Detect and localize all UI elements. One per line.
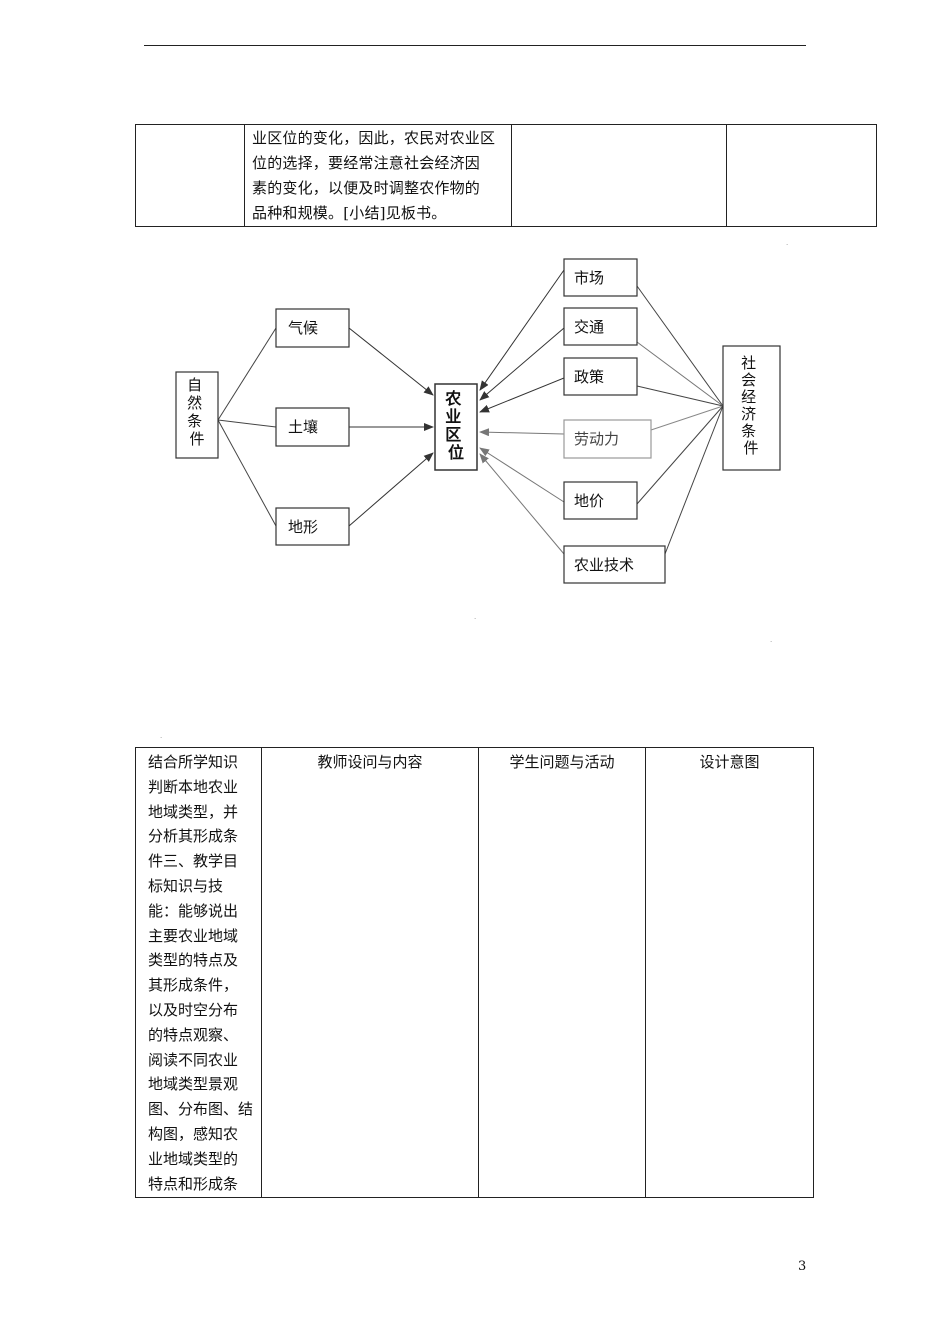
- social-factor-policy: 政策: [563, 357, 638, 396]
- lesson-text: 业区位的变化，因此，农民对农业区 位的选择，要经常注意社会经济因 素的变化，以便…: [252, 129, 496, 222]
- svg-text:政策: 政策: [574, 368, 604, 386]
- svg-text:农业技术: 农业技术: [574, 556, 634, 574]
- table-cell-empty: [511, 124, 727, 227]
- objectives-cell: 结合所学知识 判断本地农业 地域类型，并 分析其形成条 件三、教学目 标知识与技…: [135, 747, 262, 1198]
- agricultural-location-label: 农 业 区 位: [444, 389, 467, 462]
- svg-text:劳动力: 劳动力: [574, 430, 619, 448]
- natural-conditions-label: 自 然 条 件: [187, 376, 207, 448]
- objectives-text: 结合所学知识 判断本地农业 地域类型，并 分析其形成条 件三、教学目 标知识与技…: [148, 753, 254, 1193]
- agricultural-location-box: 农 业 区 位: [434, 383, 478, 471]
- svg-text:气候: 气候: [288, 319, 318, 337]
- social-factor-technology: 农业技术: [563, 545, 666, 584]
- lesson-table: 结合所学知识 判断本地农业 地域类型，并 分析其形成条 件三、教学目 标知识与技…: [135, 747, 814, 1198]
- natural-branch-lines: [217, 327, 277, 527]
- table-cell-empty: [135, 124, 245, 227]
- svg-text:市场: 市场: [574, 269, 604, 287]
- natural-factor-climate: 气候: [275, 308, 350, 348]
- teacher-column: 教师设问与内容: [261, 747, 479, 1198]
- natural-arrows: [348, 327, 434, 527]
- svg-text:土壤: 土壤: [288, 418, 318, 436]
- table-cell-content: 业区位的变化，因此，农民对农业区 位的选择，要经常注意社会经济因 素的变化，以便…: [244, 124, 512, 227]
- stray-mark: .: [770, 636, 773, 644]
- social-conditions-label: 社 会 经 济 条 件: [741, 354, 761, 457]
- social-factor-labor: 劳动力: [563, 419, 652, 459]
- page-number: 3: [798, 1259, 807, 1274]
- table-cell-empty: [726, 124, 877, 227]
- natural-factor-soil: 土壤: [275, 407, 350, 447]
- student-column: 学生问题与活动: [478, 747, 646, 1198]
- social-arrows: [479, 269, 565, 555]
- svg-text:交通: 交通: [574, 318, 604, 336]
- column-header-teacher: 教师设问与内容: [317, 753, 423, 771]
- svg-text:地价: 地价: [574, 492, 604, 510]
- header-rule: [144, 45, 806, 46]
- stray-mark: .: [474, 613, 477, 621]
- svg-text:地形: 地形: [288, 518, 318, 536]
- stray-mark: .: [786, 239, 789, 247]
- social-branch-lines: [636, 285, 724, 555]
- column-header-intent: 设计意图: [699, 753, 760, 771]
- column-header-student: 学生问题与活动: [509, 753, 615, 771]
- stray-mark: .: [160, 732, 163, 740]
- intent-column: 设计意图: [645, 747, 814, 1198]
- natural-factor-terrain: 地形: [275, 507, 350, 546]
- social-factor-market: 市场: [563, 258, 638, 297]
- agricultural-location-diagram: 自 然 条 件 气候 土壤 地形 农 业 区 位 市场 交通: [175, 258, 781, 584]
- social-factor-transport: 交通: [563, 307, 638, 346]
- lesson-table-continued: 业区位的变化，因此，农民对农业区 位的选择，要经常注意社会经济因 素的变化，以便…: [135, 124, 877, 227]
- natural-conditions-box: 自 然 条 件: [175, 371, 219, 459]
- social-conditions-box: 社 会 经 济 条 件: [722, 345, 781, 471]
- social-factor-land-price: 地价: [563, 481, 638, 520]
